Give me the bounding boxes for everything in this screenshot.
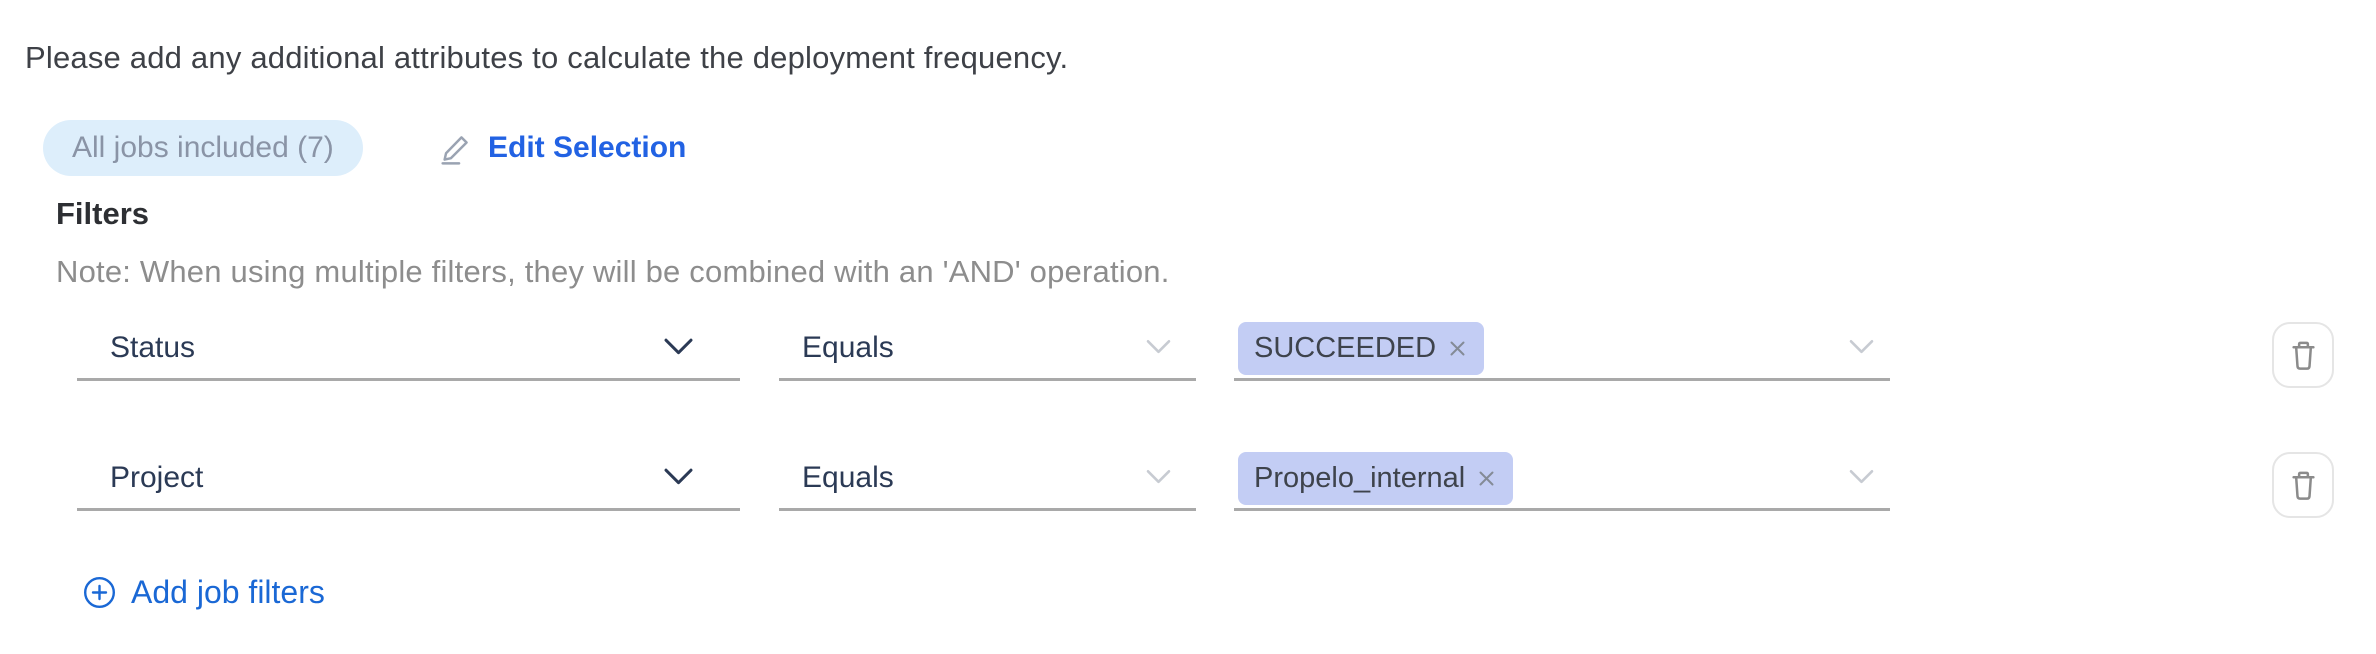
filter-row: Project Equals Propelo_internal [0, 448, 2376, 520]
filters-heading: Filters [56, 196, 150, 231]
edit-selection-label: Edit Selection [488, 131, 687, 164]
chevron-down-icon [1849, 469, 1874, 484]
instruction-text: Please add any additional attributes to … [25, 40, 1069, 75]
edit-selection-link[interactable]: Edit Selection [437, 120, 686, 176]
x-icon[interactable] [1476, 468, 1497, 489]
operator-select[interactable]: Equals [779, 318, 1196, 381]
attribute-select-value: Project [110, 461, 204, 494]
chevron-down-icon [1146, 339, 1171, 354]
trash-icon [2288, 468, 2319, 503]
filter-row: Status Equals SUCCEEDED [0, 318, 2376, 390]
values-multiselect[interactable]: Propelo_internal [1234, 448, 1890, 511]
operator-select-value: Equals [802, 331, 894, 364]
value-tag: Propelo_internal [1238, 451, 1514, 505]
value-tag: SUCCEEDED [1238, 321, 1485, 375]
all-jobs-included-badge: All jobs included (7) [43, 120, 363, 176]
chevron-down-icon [664, 468, 693, 485]
attribute-select-value: Status [110, 331, 196, 364]
filters-note: Note: When using multiple filters, they … [56, 254, 1170, 289]
attribute-select[interactable]: Status [77, 318, 740, 381]
add-job-filters-link[interactable]: Add job filters [83, 573, 325, 611]
add-job-filters-label: Add job filters [131, 573, 325, 610]
delete-filter-button[interactable] [2272, 452, 2334, 518]
operator-select-value: Equals [802, 461, 894, 494]
values-multiselect[interactable]: SUCCEEDED [1234, 318, 1890, 381]
delete-filter-button[interactable] [2272, 322, 2334, 388]
chevron-down-icon [664, 338, 693, 355]
value-tag-label: Propelo_internal [1254, 461, 1466, 494]
operator-select[interactable]: Equals [779, 448, 1196, 511]
attribute-select[interactable]: Project [77, 448, 740, 511]
plus-circle-icon [83, 576, 116, 609]
chevron-down-icon [1146, 469, 1171, 484]
trash-icon [2288, 338, 2319, 373]
pencil-underline-icon [437, 130, 474, 167]
x-icon[interactable] [1447, 338, 1468, 359]
chevron-down-icon [1849, 339, 1874, 354]
value-tag-label: SUCCEEDED [1254, 331, 1437, 364]
